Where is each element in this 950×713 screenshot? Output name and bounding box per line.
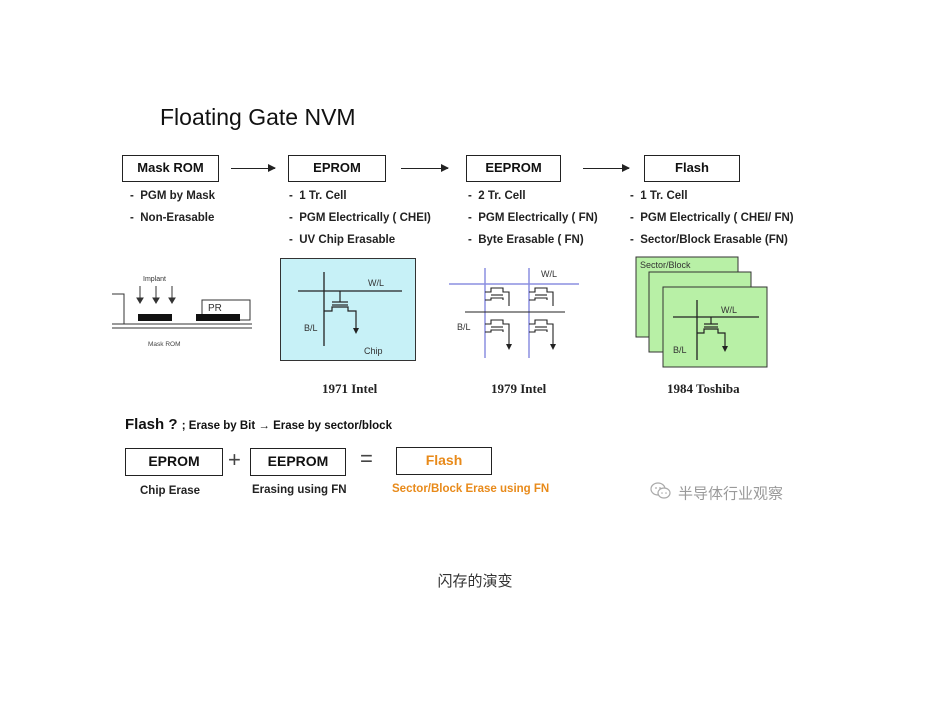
- pr-label: PR: [208, 303, 222, 314]
- bullet-item: PGM Electrically ( FN): [468, 207, 598, 229]
- bullet-item: Sector/Block Erasable (FN): [630, 229, 794, 251]
- eq-term-eprom: EPROM: [125, 448, 223, 476]
- eprom-bullets: 1 Tr. Cell PGM Electrically ( CHEI) UV C…: [289, 185, 431, 251]
- page-title: Floating Gate NVM: [160, 104, 356, 130]
- implant-label: Implant: [143, 276, 166, 283]
- bl-label: B/L: [304, 323, 318, 333]
- eeprom-bullets: 2 Tr. Cell PGM Electrically ( FN) Byte E…: [468, 185, 598, 251]
- bullet-item: PGM by Mask: [130, 185, 215, 207]
- stage-box-flash: Flash: [644, 155, 740, 182]
- bullet-item: UV Chip Erasable: [289, 229, 431, 251]
- mask-rom-diagram: Implant PR Mask ROM: [112, 276, 252, 348]
- chip-label: Chip: [364, 346, 383, 356]
- eprom-caption: 1971 Intel: [322, 381, 378, 396]
- plus-operator: +: [228, 447, 241, 472]
- stage-box-mask-rom: Mask ROM: [122, 155, 219, 182]
- stage-box-eprom: EPROM: [288, 155, 386, 182]
- flash-bullets: 1 Tr. Cell PGM Electrically ( CHEI/ FN) …: [630, 185, 794, 251]
- mask-rom-label: Mask ROM: [148, 341, 181, 348]
- bullet-item: 1 Tr. Cell: [630, 185, 794, 207]
- eprom-cell-diagram: W/L B/L Chip: [280, 258, 416, 361]
- bullet-item: 2 Tr. Cell: [468, 185, 598, 207]
- arrow-right-icon: [231, 164, 276, 172]
- wl-label: W/L: [368, 278, 384, 288]
- sector-block-label: Sector/Block: [640, 260, 691, 270]
- flash-question: Flash ? ; Erase by Bit → Erase by sector…: [125, 416, 392, 433]
- eprom-eq-caption: Chip Erase: [140, 485, 201, 497]
- bullet-item: 1 Tr. Cell: [289, 185, 431, 207]
- stage-box-eeprom: EEPROM: [466, 155, 561, 182]
- wl-label: W/L: [541, 269, 557, 279]
- watermark: 半导体行业观察: [650, 482, 783, 504]
- flash-sector-diagram: Sector/Block W/L B/L: [635, 256, 768, 368]
- eeprom-caption: 1979 Intel: [491, 381, 547, 396]
- flash-question-sub: ; Erase by Bit → Erase by sector/block: [181, 420, 392, 432]
- watermark-text: 半导体行业观察: [678, 485, 784, 503]
- bullet-item: PGM Electrically ( CHEI): [289, 207, 431, 229]
- arrow-right-icon: [583, 164, 630, 172]
- flash-question-heading: Flash ?: [125, 416, 178, 433]
- mask-rom-bullets: PGM by Mask Non-Erasable: [130, 185, 215, 229]
- wl-label: W/L: [721, 305, 737, 315]
- eq-result-flash: Flash: [396, 447, 492, 475]
- eeprom-eq-caption: Erasing using FN: [252, 484, 347, 496]
- bullet-item: Byte Erasable ( FN): [468, 229, 598, 251]
- eeprom-cell-diagram: W/L B/L: [449, 268, 579, 358]
- flash-caption: 1984 Toshiba: [667, 381, 740, 396]
- arrow-right-icon: [401, 164, 449, 172]
- bullet-item: Non-Erasable: [130, 207, 215, 229]
- bl-label: B/L: [457, 322, 471, 332]
- bl-label: B/L: [673, 345, 687, 355]
- eq-term-eeprom: EEPROM: [250, 448, 346, 476]
- wechat-icon: [650, 482, 672, 504]
- flash-eq-caption: Sector/Block Erase using FN: [392, 483, 550, 495]
- bullet-item: PGM Electrically ( CHEI/ FN): [630, 207, 793, 229]
- equals-operator: =: [360, 446, 373, 471]
- figure-caption: 闪存的演变: [437, 573, 513, 590]
